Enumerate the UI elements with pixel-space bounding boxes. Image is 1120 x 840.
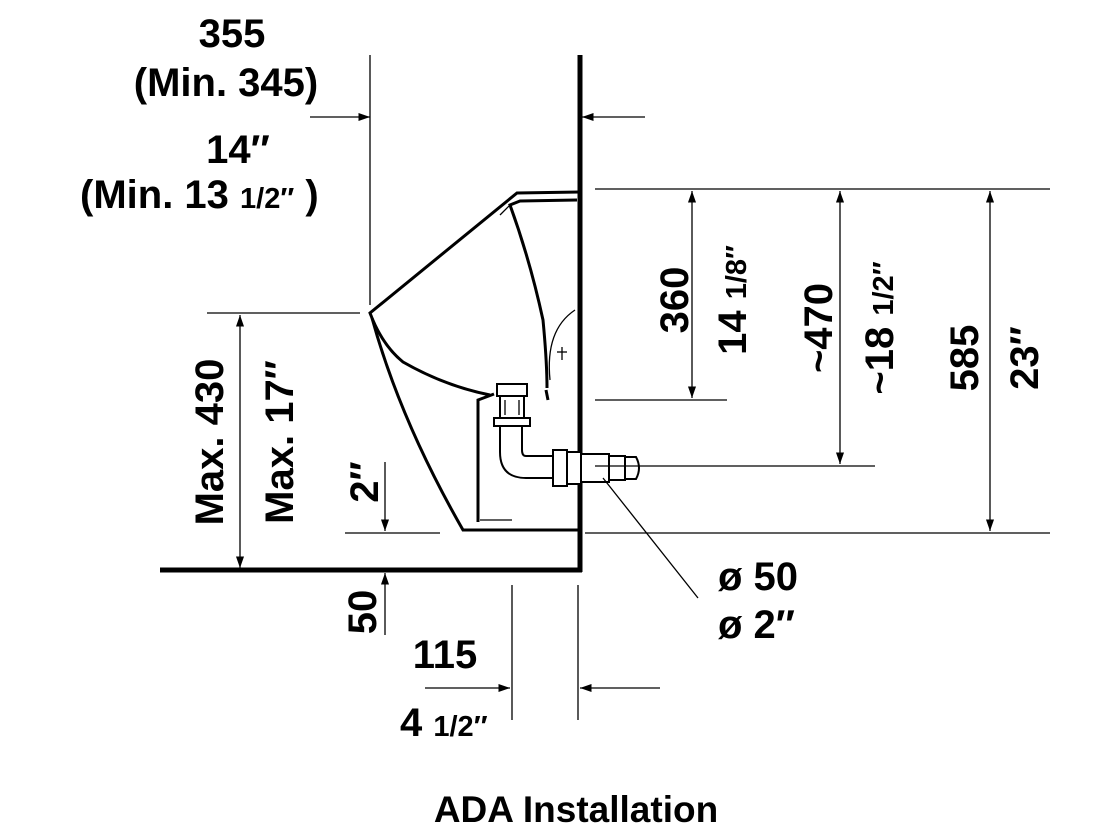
dimension-lines <box>207 55 1050 720</box>
wall-and-floor <box>160 55 583 573</box>
dim-585-mm: 585 <box>943 325 987 392</box>
dim-diameter-mm: ø 50 <box>718 555 798 599</box>
urinal-body <box>368 190 581 532</box>
drain-trap <box>493 383 640 487</box>
drawing-caption: ADA Installation <box>434 789 718 830</box>
dim-585-in: 23″ <box>1003 326 1047 390</box>
dim-floor-50: 50 <box>341 590 385 635</box>
dim-max-430-mm: Max. 430 <box>188 359 232 526</box>
dim-top-mm: 355 <box>199 12 266 56</box>
dim-360-mm: 360 <box>653 267 697 334</box>
dim-max-430-in: Max. 17″ <box>258 360 302 524</box>
dim-offset-mm: 115 <box>413 633 478 677</box>
dim-offset-in: 4 1/2″ <box>400 701 488 745</box>
dim-diameter-in: ø 2″ <box>718 603 795 647</box>
dim-top-in-min: (Min. 13 1/2″ ) <box>80 173 319 217</box>
dimension-labels: 355 (Min. 345) 14″ (Min. 13 1/2″ ) 360 1… <box>80 12 1047 745</box>
dim-470-mm: ~470 <box>797 283 841 373</box>
dim-2in: 2″ <box>343 461 387 502</box>
dim-470-in: ~18 1/2″ <box>858 261 902 394</box>
dim-360-in: 14 1/8″ <box>711 245 755 355</box>
dim-top-in: 14″ <box>206 128 270 172</box>
dim-top-mm-min: (Min. 345) <box>134 61 318 105</box>
